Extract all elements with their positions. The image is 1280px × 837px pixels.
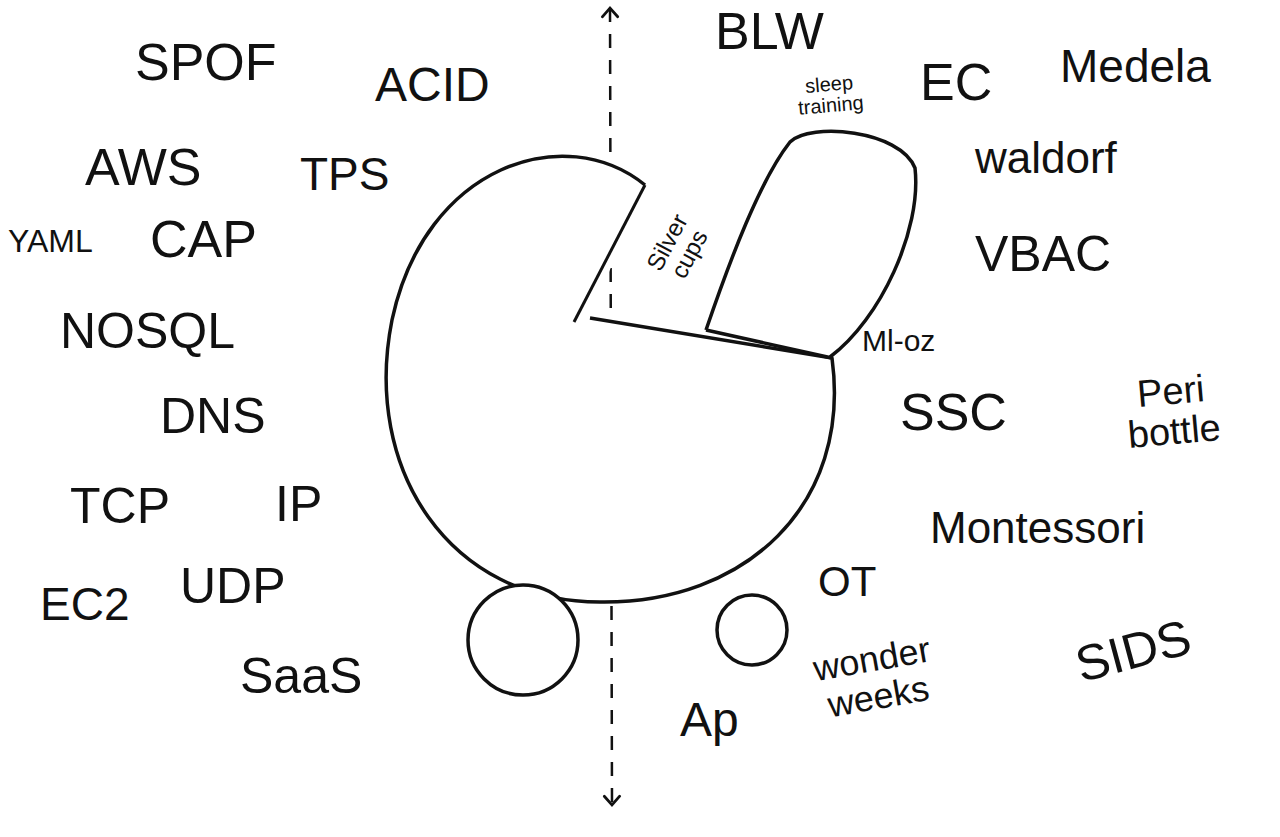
front-wheel: [717, 595, 787, 665]
stroller-rim: [706, 330, 832, 358]
term-label: DNS: [160, 390, 266, 443]
term-label: UDP: [180, 560, 286, 613]
term-label: Silver cups: [635, 197, 722, 300]
term-label: Ap: [680, 695, 739, 745]
term-label: SSC: [900, 385, 1007, 440]
term-label: NOSQL: [60, 305, 235, 358]
term-label: waldorf: [975, 135, 1117, 181]
term-label: YAML: [8, 225, 93, 259]
term-label: IP: [275, 478, 322, 531]
term-label: BLW: [715, 4, 824, 59]
term-label: OT: [818, 560, 876, 604]
term-label: SIDS: [1070, 611, 1196, 692]
term-label: TPS: [300, 150, 389, 198]
term-label: EC2: [40, 580, 129, 628]
term-label: Peri bottle: [1107, 367, 1238, 457]
stroller-opening: [574, 185, 645, 322]
term-label: AWS: [85, 140, 202, 195]
term-label: Montessori: [930, 505, 1145, 551]
term-label: Ml-oz: [862, 325, 935, 357]
term-label: ACID: [375, 60, 490, 110]
term-label: EC: [920, 55, 992, 110]
term-label: wonder weeks: [795, 628, 956, 728]
rear-wheel: [468, 585, 578, 695]
term-label: CAP: [150, 212, 257, 267]
term-label: VBAC: [975, 228, 1111, 281]
term-label: sleep training: [778, 70, 881, 121]
term-label: TCP: [70, 480, 170, 533]
term-label: SPOF: [135, 35, 277, 90]
term-label: SaaS: [240, 650, 362, 703]
stroller-hood: [706, 131, 916, 357]
term-label: Medela: [1060, 42, 1211, 90]
